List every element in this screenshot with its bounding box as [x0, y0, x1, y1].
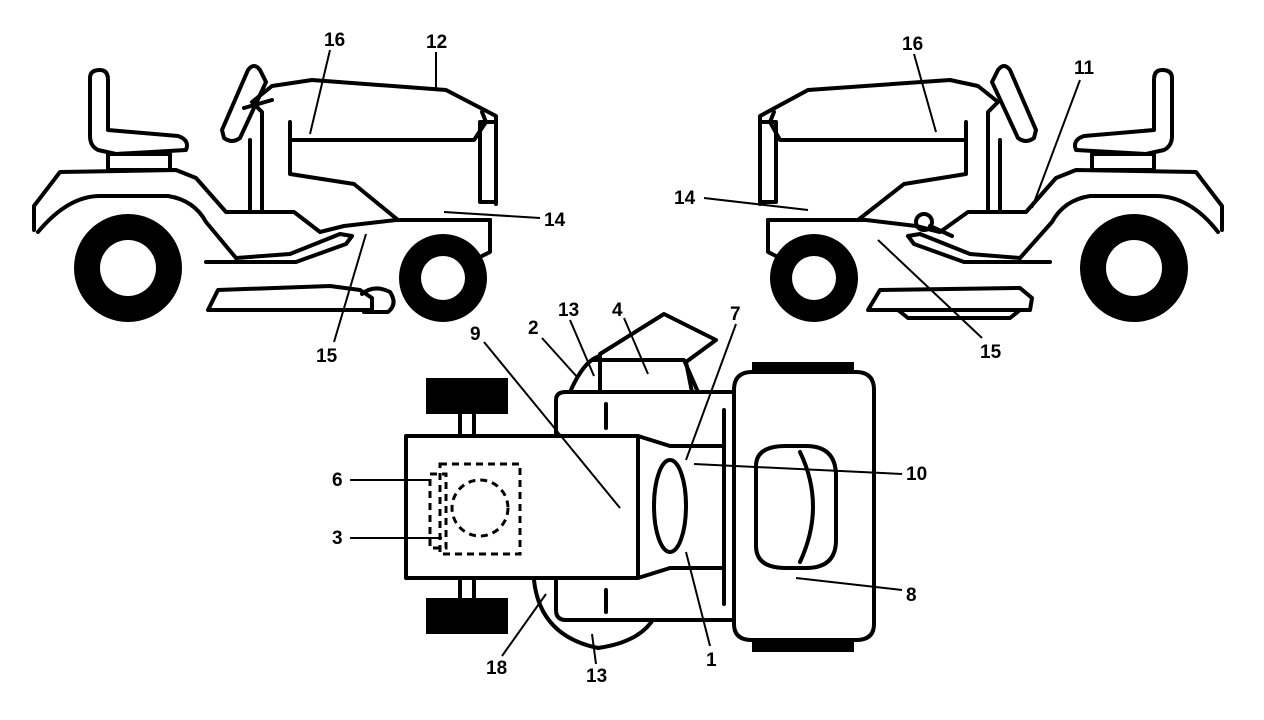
front-wheel-bottom — [752, 640, 854, 652]
label-3: 3 — [332, 528, 343, 549]
label-13-bottom: 13 — [586, 666, 607, 687]
front-bumper — [766, 218, 778, 258]
top-view — [404, 312, 876, 652]
hood — [248, 78, 498, 214]
decal-area-3 — [428, 472, 448, 550]
dash-panel — [652, 458, 688, 554]
deck-edge-bottom — [532, 578, 656, 650]
label-9: 9 — [470, 324, 481, 345]
hood-side — [768, 110, 968, 222]
label-7: 7 — [730, 304, 741, 325]
label-13-top: 13 — [558, 300, 579, 321]
label-10: 10 — [906, 464, 927, 485]
rear-wheel-hub — [1106, 240, 1162, 296]
label-8: 8 — [906, 585, 917, 606]
label-2: 2 — [528, 318, 539, 339]
rear-wheel-bottom — [426, 598, 508, 634]
steering-wheel — [220, 64, 268, 143]
hood-side — [288, 110, 488, 222]
label-11: 11 — [1074, 58, 1095, 79]
footrest — [906, 232, 1052, 264]
rear-axle — [458, 412, 476, 600]
decal-area-6 — [438, 462, 522, 556]
grille — [478, 120, 498, 204]
steering-column — [242, 98, 274, 110]
seat-mount — [450, 478, 510, 538]
seat-back — [1073, 68, 1174, 156]
lift-lever — [928, 224, 954, 238]
lift-lever-knob — [914, 212, 934, 232]
rear-wheel-hub — [100, 240, 156, 296]
deck-skirt — [896, 308, 1022, 320]
label-16-left: 16 — [324, 30, 345, 51]
label-16-right: 16 — [902, 34, 923, 55]
rear-wheel-top — [426, 378, 508, 414]
label-15-right: 15 — [980, 342, 1002, 363]
front-wheel-hub — [421, 256, 465, 300]
discharge-chute-top — [598, 312, 718, 394]
rear-fender-arch — [1018, 194, 1220, 260]
label-14-right: 14 — [674, 188, 696, 209]
chute-outline — [590, 358, 700, 394]
right-side-view — [758, 64, 1224, 322]
emblem-curve — [798, 450, 815, 564]
front-bumper — [480, 218, 492, 258]
label-12: 12 — [426, 32, 447, 53]
hood-emblem — [754, 444, 838, 570]
left-side-view — [32, 64, 498, 322]
front-wheel-hub — [792, 256, 836, 300]
rear-body-top — [404, 434, 640, 580]
seat-back — [88, 68, 189, 156]
label-18: 18 — [486, 658, 507, 679]
rear-fender-arch — [36, 194, 238, 260]
footrest — [204, 232, 354, 264]
mower-deck — [866, 286, 1034, 312]
leader-lines — [309, 49, 1081, 665]
rear-body — [766, 168, 1224, 234]
steering-wheel — [990, 64, 1038, 143]
rear-body — [32, 168, 492, 234]
grille — [758, 120, 778, 204]
label-1: 1 — [706, 650, 717, 671]
deck-edge-top — [568, 354, 602, 394]
hood — [758, 78, 1002, 214]
label-6: 6 — [332, 470, 343, 491]
callout-labels: 16 12 14 15 16 11 14 15 13 2 4 7 9 6 3 1… — [316, 30, 1095, 687]
discharge-chute — [360, 286, 396, 314]
seat-base — [1090, 152, 1156, 172]
seat-base — [106, 152, 172, 172]
label-4: 4 — [612, 300, 623, 321]
label-15-left: 15 — [316, 346, 338, 367]
label-14-left: 14 — [544, 210, 566, 231]
